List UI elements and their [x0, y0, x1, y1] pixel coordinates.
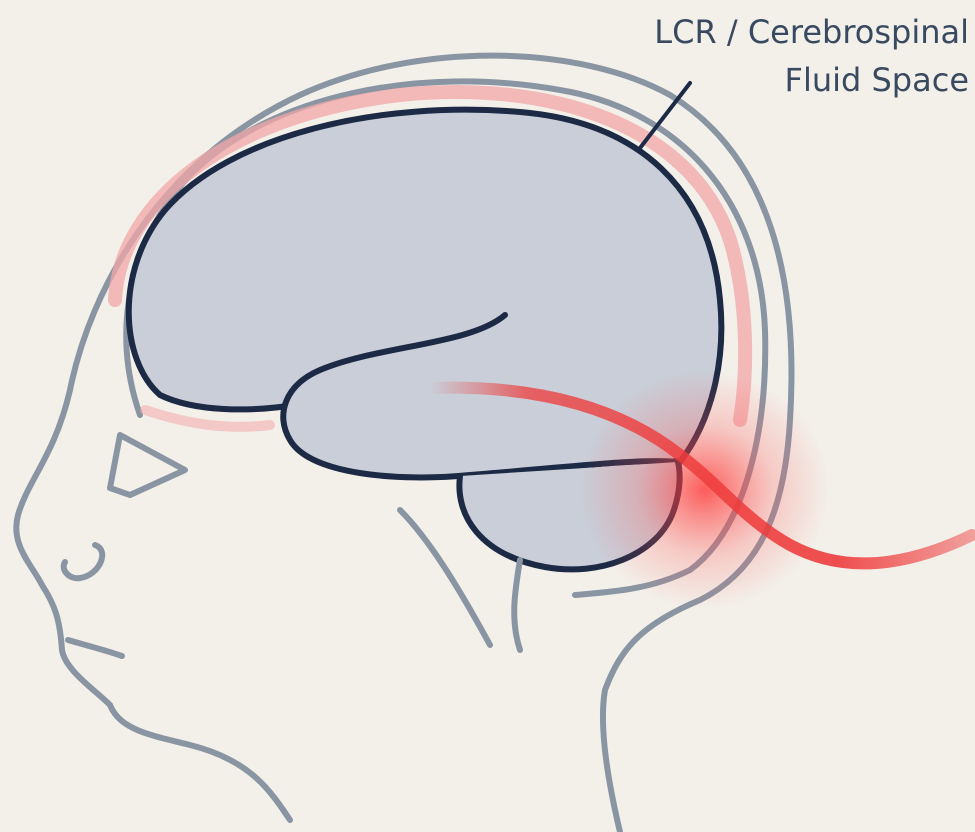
csf-space-lower-highlight [145, 410, 270, 427]
brainstem-line-back [514, 560, 520, 650]
label-line-2: Fluid Space [654, 56, 969, 104]
eye-outline [110, 435, 185, 495]
csf-annotation-label: LCR / Cerebrospinal Fluid Space [654, 8, 969, 104]
label-line-1: LCR / Cerebrospinal [654, 8, 969, 56]
pain-glow [580, 370, 830, 610]
nostril-curl [64, 545, 103, 578]
mouth-line [68, 640, 122, 656]
